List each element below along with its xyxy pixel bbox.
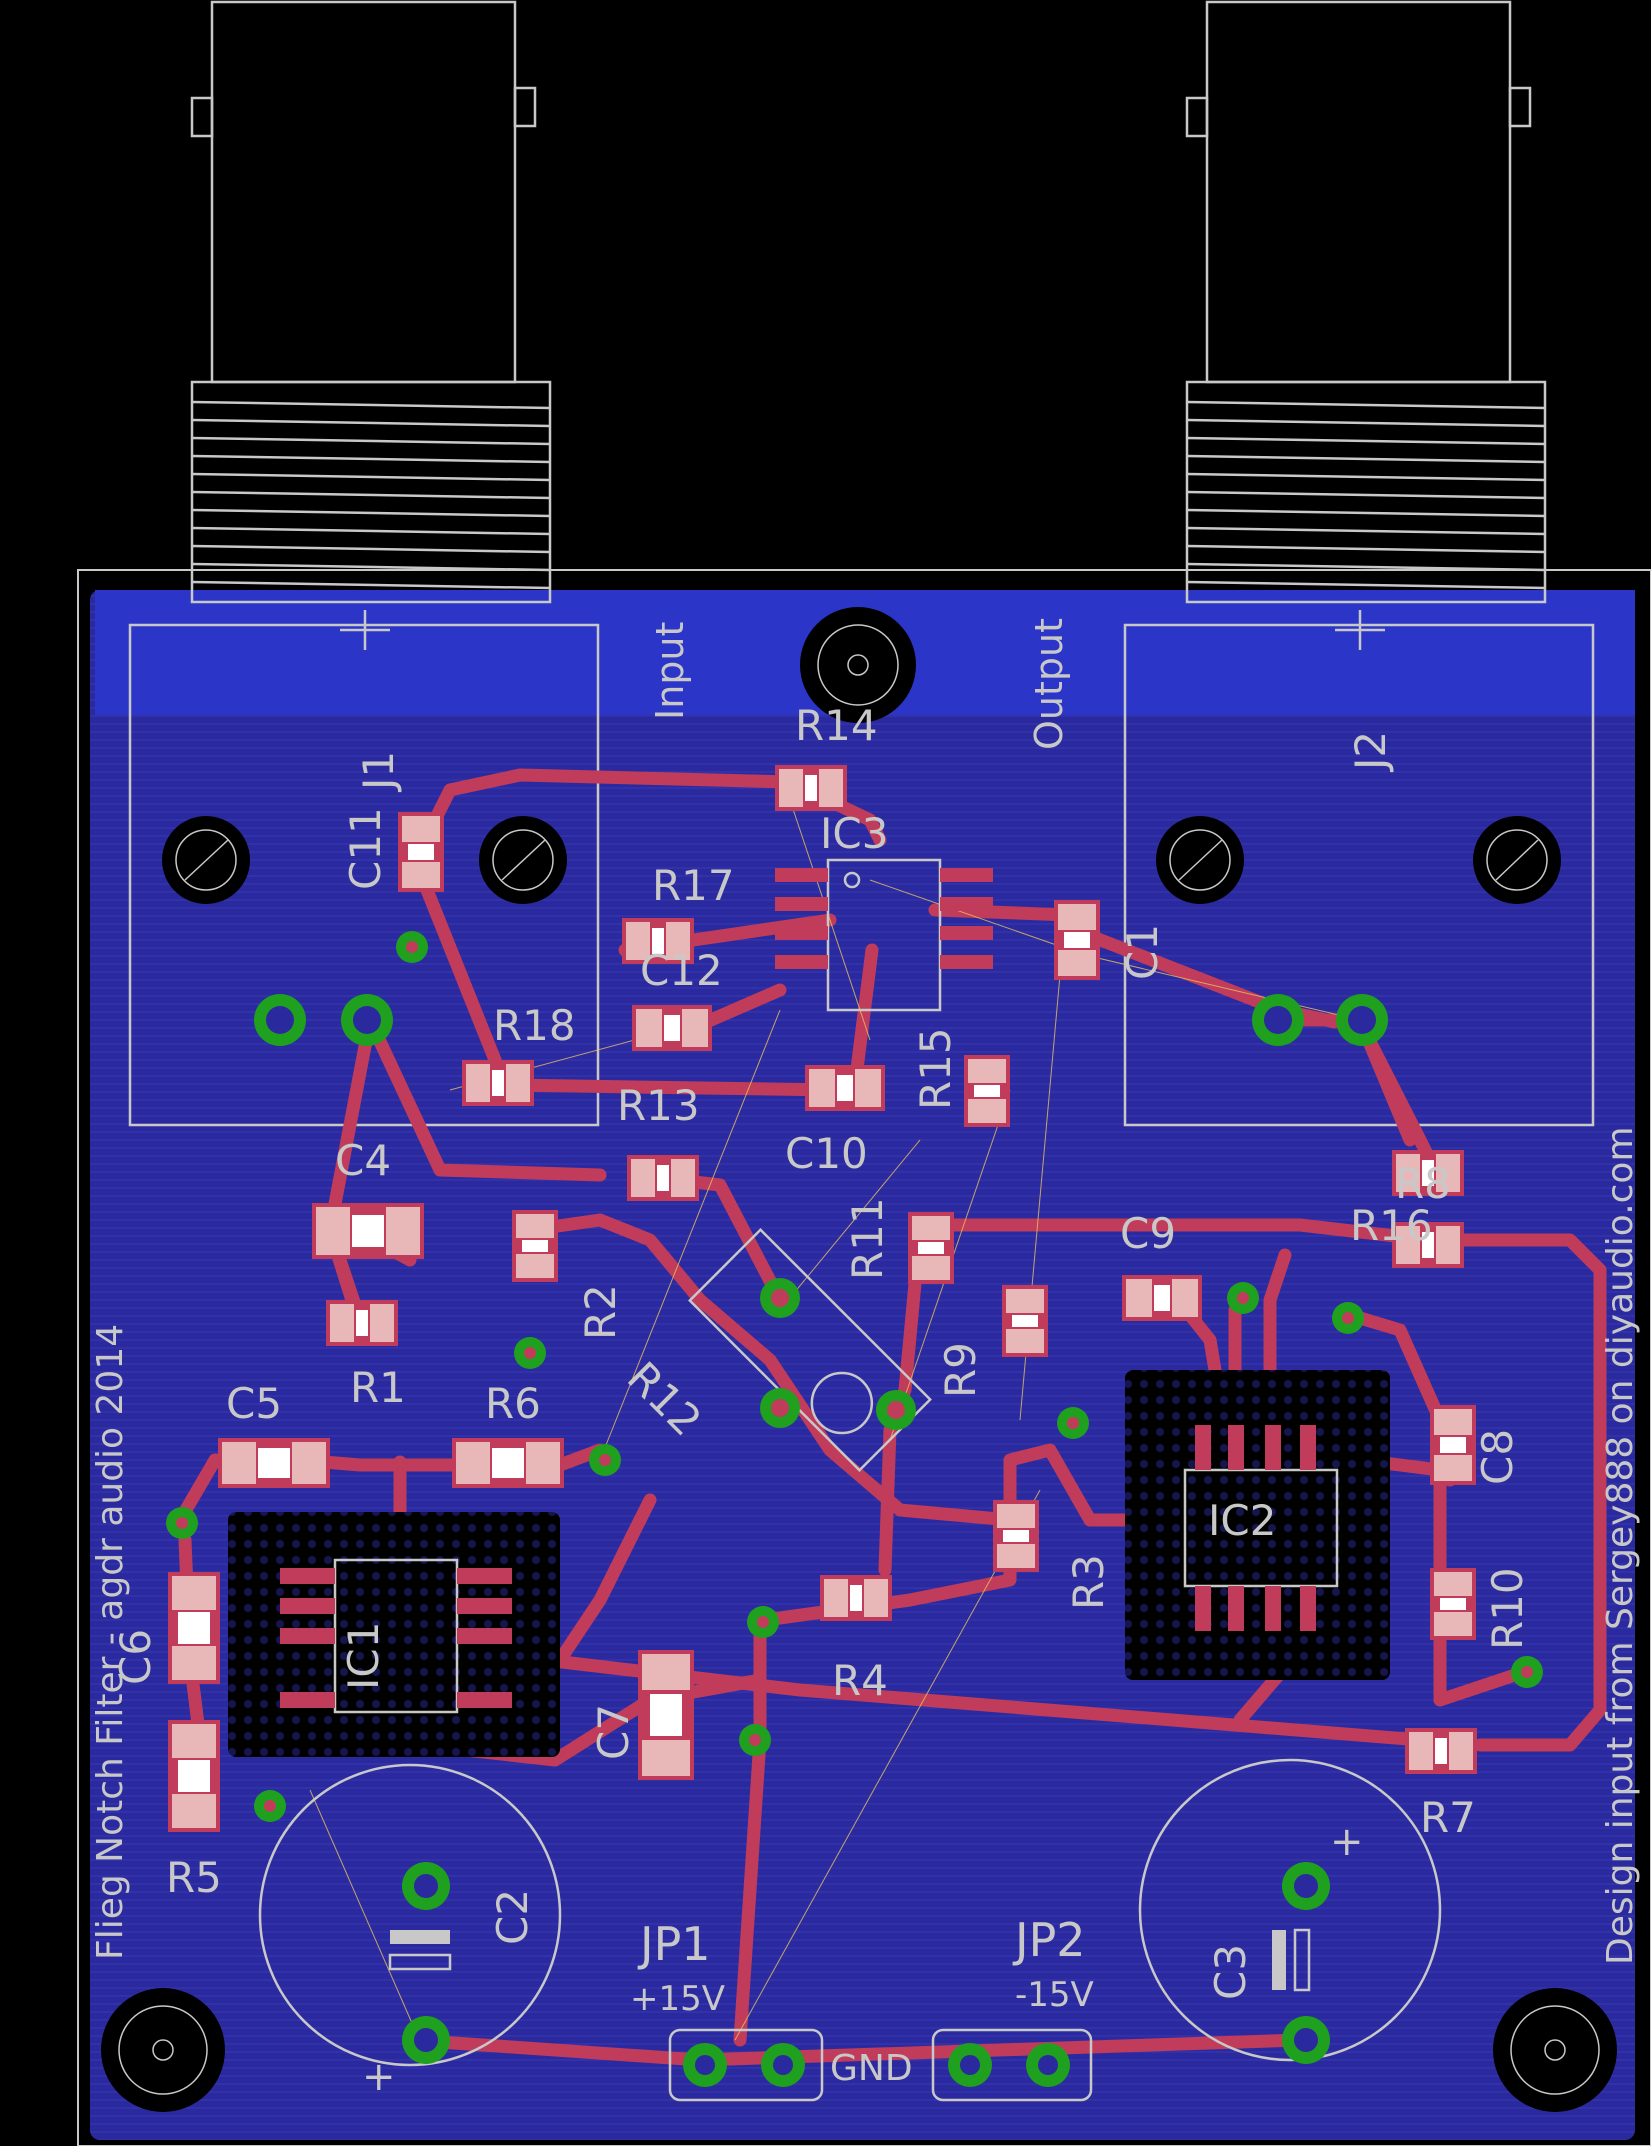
smd-resistor-r14 bbox=[775, 765, 847, 811]
label-c9: C9 bbox=[1120, 1209, 1176, 1258]
smd-resistor-r6 bbox=[452, 1438, 564, 1488]
label-gnd: GND bbox=[830, 2048, 913, 2089]
board-title-text: Flieg Notch Filter - agdr audio 2014 bbox=[90, 1324, 131, 1960]
ic1-footprint bbox=[280, 1558, 512, 1714]
label-jp1: JP1 bbox=[637, 1917, 711, 1971]
smd-resistor-r15 bbox=[964, 1055, 1010, 1127]
label-c2-plus: + bbox=[362, 2054, 396, 2100]
smd-capacitor-c12 bbox=[632, 1005, 712, 1051]
board-credit-text: Design input from Sergey888 on diyaudio.… bbox=[1600, 1126, 1641, 1965]
label-c3-plus: + bbox=[1330, 1819, 1364, 1865]
label-c2: C2 bbox=[488, 1889, 537, 1945]
bnc-connector-j1 bbox=[128, 0, 600, 1127]
label-r8: R8 bbox=[1395, 1159, 1451, 1208]
smd-resistor-r9 bbox=[1002, 1285, 1048, 1357]
smd-capacitor-c10 bbox=[805, 1065, 885, 1111]
label-jp2-voltage: -15V bbox=[1015, 1975, 1094, 2015]
label-r16: R16 bbox=[1350, 1201, 1433, 1250]
label-jp2: JP2 bbox=[1012, 1913, 1086, 1967]
smd-resistor-r16 bbox=[1392, 1222, 1464, 1268]
label-r17: R17 bbox=[652, 861, 735, 910]
label-j1: J1 bbox=[354, 751, 403, 793]
smd-resistor-r2 bbox=[512, 1210, 558, 1282]
label-r14: R14 bbox=[795, 701, 878, 750]
label-r3: R3 bbox=[1064, 1554, 1113, 1610]
label-r9: R9 bbox=[936, 1342, 985, 1398]
mounting-holes bbox=[101, 607, 1617, 2112]
smd-capacitor-c11 bbox=[398, 812, 444, 892]
label-ic3: IC3 bbox=[820, 809, 888, 858]
smd-resistor-r5 bbox=[168, 1720, 220, 1832]
label-ic2: IC2 bbox=[1208, 1496, 1276, 1545]
smd-resistor-r18 bbox=[462, 1060, 534, 1106]
smd-resistor-r17 bbox=[622, 918, 694, 964]
smd-capacitor-c9 bbox=[1122, 1275, 1202, 1321]
smd-resistor-r1 bbox=[326, 1300, 398, 1346]
smd-resistor-r13 bbox=[627, 1155, 699, 1201]
smd-resistor-r11 bbox=[908, 1212, 954, 1284]
smd-capacitor-c4 bbox=[312, 1203, 424, 1259]
label-r13: R13 bbox=[617, 1081, 700, 1130]
bnc-connector-j2 bbox=[1123, 0, 1595, 1127]
label-r1: R1 bbox=[350, 1363, 406, 1412]
label-c10: C10 bbox=[785, 1129, 868, 1178]
label-r15: R15 bbox=[911, 1027, 960, 1110]
label-c3: C3 bbox=[1206, 1944, 1255, 2000]
label-c7: C7 bbox=[589, 1704, 638, 1760]
through-hole-pads bbox=[254, 994, 1388, 2064]
label-input: Input bbox=[648, 622, 692, 720]
smd-capacitor-c5 bbox=[218, 1438, 330, 1488]
ic2-keepout bbox=[1125, 1370, 1390, 1680]
label-c11: C11 bbox=[341, 807, 390, 890]
smd-capacitor-c8 bbox=[1430, 1405, 1476, 1485]
smd-resistor-r4 bbox=[820, 1575, 892, 1621]
label-r6: R6 bbox=[485, 1379, 541, 1428]
label-c1: C1 bbox=[1118, 924, 1167, 980]
label-c4: C4 bbox=[335, 1136, 391, 1185]
smd-resistor-r3 bbox=[993, 1500, 1039, 1572]
smd-capacitor-c7 bbox=[638, 1650, 694, 1780]
copper-traces bbox=[173, 768, 1607, 2067]
smd-resistor-r8 bbox=[1392, 1150, 1464, 1196]
label-c6: C6 bbox=[111, 1629, 160, 1685]
label-j2: J2 bbox=[1346, 731, 1395, 773]
label-r11: R11 bbox=[843, 1197, 892, 1280]
label-r18: R18 bbox=[493, 1001, 576, 1050]
vias bbox=[166, 931, 1543, 1822]
smd-resistor-r10 bbox=[1430, 1568, 1476, 1640]
smd-capacitor-c6 bbox=[168, 1572, 220, 1684]
label-r7: R7 bbox=[1420, 1793, 1476, 1842]
label-c12: C12 bbox=[640, 946, 723, 995]
ic2-footprint bbox=[1183, 1425, 1339, 1631]
label-r2: R2 bbox=[576, 1284, 625, 1340]
smd-resistor-r7 bbox=[1405, 1728, 1477, 1774]
header-jp2 bbox=[931, 2028, 1093, 2102]
header-jp1 bbox=[668, 2028, 824, 2102]
label-output: Output bbox=[1027, 618, 1071, 750]
smd-capacitor-c1 bbox=[1054, 900, 1100, 980]
label-c5: C5 bbox=[226, 1379, 282, 1428]
label-jp1-voltage: +15V bbox=[630, 1979, 725, 2019]
ic3-footprint bbox=[775, 858, 993, 1012]
capacitor-c2-outline bbox=[258, 1763, 562, 2067]
label-r4: R4 bbox=[832, 1656, 888, 1705]
trimmer-r12-outline bbox=[688, 1228, 932, 1472]
capacitor-c3-outline bbox=[1138, 1758, 1442, 2062]
label-r5: R5 bbox=[166, 1853, 222, 1902]
label-ic1: IC1 bbox=[339, 1622, 388, 1690]
label-r10: R10 bbox=[1483, 1567, 1532, 1650]
label-c8: C8 bbox=[1473, 1429, 1522, 1485]
